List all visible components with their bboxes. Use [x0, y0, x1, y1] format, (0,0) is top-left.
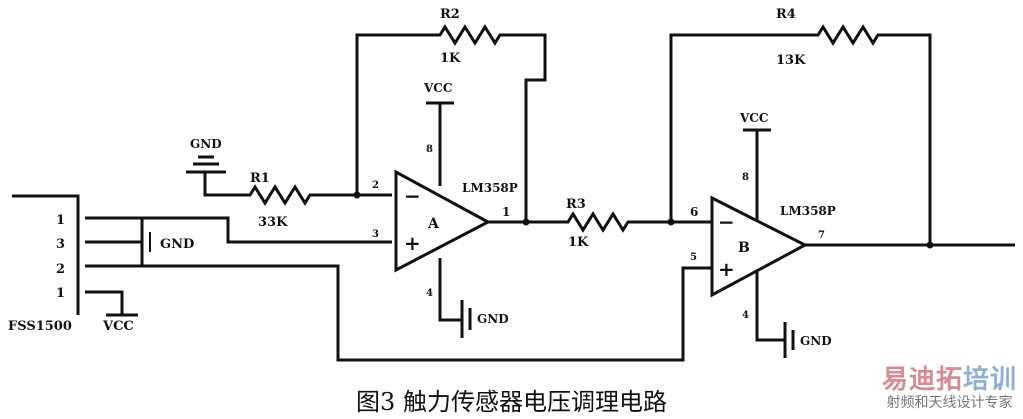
pin-label: 1 — [56, 286, 65, 301]
sensor-connector: 1 3 2 1 FSS1500 VCC GND — [8, 194, 712, 362]
pin-number: 1 — [502, 205, 510, 219]
figure-caption: 图3 触力传感器电压调理电路 — [356, 388, 667, 416]
plus-sign: + — [404, 231, 421, 255]
vcc-label: VCC — [102, 319, 134, 334]
pin-number: 2 — [372, 180, 379, 191]
r2-value: 1K — [440, 51, 461, 66]
r4-value: 13K — [776, 53, 806, 68]
r3-name: R3 — [566, 197, 586, 212]
r1-name: R1 — [250, 171, 270, 186]
r1-value: 33K — [258, 215, 288, 230]
pin-label: 2 — [56, 262, 65, 277]
opamp-b: VCC GND − + B LM358P 6 5 7 8 4 — [690, 111, 1015, 358]
opamp-name: B — [738, 240, 750, 256]
pin-number: 6 — [690, 205, 698, 219]
plus-sign: + — [718, 257, 735, 281]
gnd-label: GND — [477, 312, 509, 326]
opamp-part: LM358P — [780, 204, 836, 218]
pin-number: 8 — [742, 172, 749, 183]
pin-number: 3 — [372, 229, 379, 240]
r3-branch: R3 1K — [488, 197, 712, 250]
pin-number: 8 — [426, 144, 433, 155]
connector-label: FSS1500 — [8, 319, 72, 334]
r2-name: R2 — [440, 7, 460, 22]
opamp-name: A — [427, 216, 440, 232]
watermark-brand: 培训 — [962, 365, 1017, 395]
pin-number: 4 — [426, 288, 433, 299]
opamp-a: VCC GND − + A LM358P 2 3 1 8 4 — [372, 81, 518, 338]
pin-number: 5 — [690, 252, 697, 263]
pin-label: 3 — [56, 237, 65, 252]
opamp-part: LM358P — [462, 181, 518, 195]
pin-number: 4 — [742, 310, 749, 321]
pin-label: 1 — [56, 213, 65, 228]
junction-node — [522, 218, 530, 226]
minus-sign: − — [718, 210, 735, 234]
gnd-label: GND — [160, 237, 194, 252]
r4-name: R4 — [776, 7, 796, 22]
vcc-label: VCC — [739, 111, 768, 125]
r4-feedback: R4 13K — [669, 7, 934, 249]
vcc-label: VCC — [423, 81, 452, 95]
r3-value: 1K — [568, 235, 589, 250]
minus-sign: − — [404, 184, 421, 208]
gnd-label: GND — [190, 137, 222, 151]
watermark: 易迪拓培训 射频和天线设计专家 — [882, 366, 1017, 412]
watermark-slogan: 射频和天线设计专家 — [886, 395, 1013, 411]
pin-number: 7 — [818, 230, 825, 241]
watermark-brand: 易迪拓 — [881, 365, 963, 395]
gnd-label: GND — [800, 334, 832, 348]
r1-branch: GND R1 33K — [186, 137, 392, 230]
r2-feedback: R2 1K — [355, 7, 547, 222]
